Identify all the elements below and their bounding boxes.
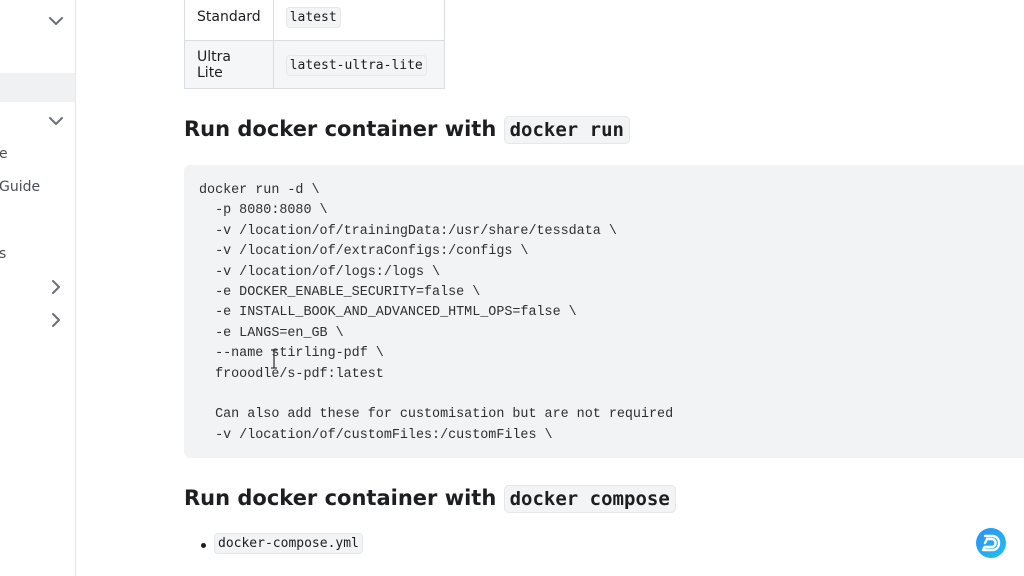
heading-code: docker compose	[503, 485, 676, 513]
chevron-right-icon[interactable]	[48, 279, 64, 295]
sidebar-item-label: Guide	[0, 179, 41, 195]
code-text[interactable]: docker run -d \ -p 8080:8080 \ -v /locat…	[199, 183, 674, 443]
sidebar-item-active[interactable]	[0, 73, 75, 102]
list-item: docker-compose.yml	[196, 533, 363, 554]
table-cell-tag: latest	[272, 0, 445, 41]
inline-code: latest-ultra-lite	[285, 54, 427, 76]
table-cell-tag: latest-ultra-lite	[272, 40, 445, 89]
text-cursor-icon	[270, 349, 278, 369]
chevron-right-icon[interactable]	[48, 312, 64, 328]
logo-d-icon	[975, 527, 1007, 559]
heading-docker-run: Run docker container with docker run	[184, 116, 630, 144]
heading-text: Run docker container with	[184, 117, 497, 141]
version-table: Standard latest Ultra Lite latest-ultra-…	[184, 0, 445, 89]
table-cell-name: Ultra Lite	[184, 40, 274, 89]
table-row: Ultra Lite latest-ultra-lite	[184, 40, 445, 89]
heading-docker-compose: Run docker container with docker compose	[184, 485, 676, 513]
heading-text: Run docker container with	[184, 486, 497, 510]
sidebar-item-label: e	[0, 146, 8, 162]
compose-list: docker-compose.yml	[196, 533, 363, 554]
inline-code: docker-compose.yml	[214, 533, 363, 554]
inline-code: latest	[285, 6, 341, 28]
chevron-down-icon[interactable]	[48, 113, 64, 129]
chevron-down-icon[interactable]	[48, 13, 64, 29]
table-row: Standard latest	[184, 0, 445, 41]
code-block[interactable]: docker run -d \ -p 8080:8080 \ -v /locat…	[184, 165, 1024, 458]
sidebar: e Guide s	[0, 0, 76, 576]
sidebar-item-label: s	[0, 246, 7, 262]
heading-code: docker run	[503, 116, 630, 144]
table-cell-name: Standard	[184, 0, 274, 41]
